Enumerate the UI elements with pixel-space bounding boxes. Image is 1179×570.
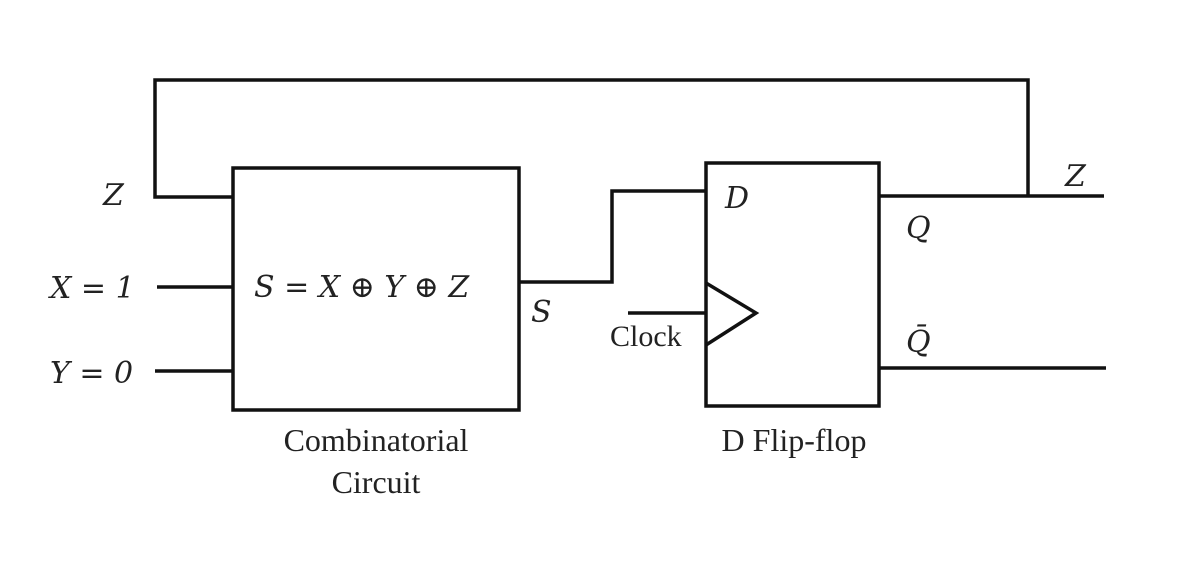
clock-triangle-icon	[705, 281, 760, 347]
z-output-label: Z	[1064, 159, 1087, 194]
z-input-label: Z	[102, 178, 125, 213]
x-input-label: X = 1	[48, 271, 135, 306]
combinational-equation: S = X ⊕ Y ⊕ Z	[254, 270, 470, 305]
y-input-label: Y = 0	[50, 356, 133, 391]
qbar-output-label: Q̄	[906, 324, 931, 360]
clock-label: Clock	[610, 320, 682, 353]
flipflop-caption: D Flip-flop	[722, 422, 867, 458]
d-input-label: D	[724, 181, 749, 216]
combinational-caption-line2: Circuit	[332, 464, 421, 500]
combinational-circuit-block	[231, 166, 521, 412]
feedback-wire	[153, 78, 1030, 199]
s-output-label: S	[531, 295, 552, 330]
combinational-caption-line1: Combinatorial	[284, 422, 469, 458]
q-output-label: Q	[906, 211, 931, 246]
s-to-d-wire	[519, 189, 706, 284]
